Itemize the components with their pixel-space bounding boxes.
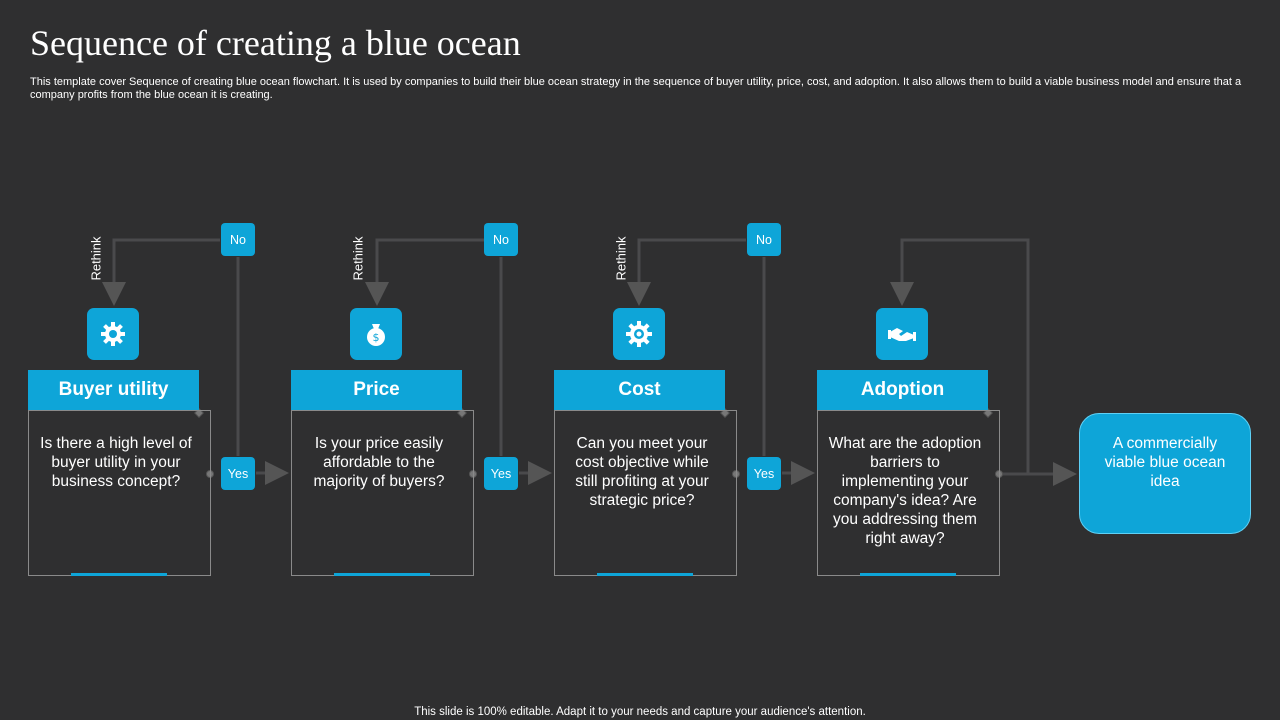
step-header-adoption: Adoption: [817, 370, 988, 410]
no-tag: No: [221, 223, 255, 256]
rethink-label: Rethink: [350, 236, 366, 281]
no-tag: No: [484, 223, 518, 256]
question-text: What are the adoption barriers to implem…: [828, 435, 982, 547]
box-underline: [71, 573, 167, 576]
box-underline: [597, 573, 693, 576]
page-description: This template cover Sequence of creating…: [30, 76, 1242, 101]
money-bag-icon: $: [350, 308, 402, 360]
box-underline: [334, 573, 430, 576]
svg-text:$: $: [373, 331, 380, 344]
cost-gear-icon: [613, 308, 665, 360]
question-text: Is there a high level of buyer utility i…: [40, 435, 192, 490]
rethink-label: Rethink: [613, 236, 629, 281]
tools-gear-icon: [87, 308, 139, 360]
handshake-icon: [876, 308, 928, 360]
outcome-box: A commercially viable blue ocean idea: [1079, 413, 1251, 534]
question-text: Is your price easily affordable to the m…: [313, 435, 445, 490]
page-title: Sequence of creating a blue ocean: [30, 23, 521, 63]
step-header-cost: Cost: [554, 370, 725, 410]
yes-tag: Yes: [484, 457, 518, 490]
step-header-buyer-utility: Buyer utility: [28, 370, 199, 410]
yes-tag: Yes: [747, 457, 781, 490]
box-underline: [860, 573, 956, 576]
footer-note: This slide is 100% editable. Adapt it to…: [414, 706, 866, 718]
rethink-label: Rethink: [88, 236, 104, 281]
yes-tag: Yes: [221, 457, 255, 490]
question-text: Can you meet your cost objective while s…: [575, 435, 709, 509]
step-header-price: Price: [291, 370, 462, 410]
outcome-text: A commercially viable blue ocean idea: [1104, 435, 1226, 490]
no-tag: No: [747, 223, 781, 256]
